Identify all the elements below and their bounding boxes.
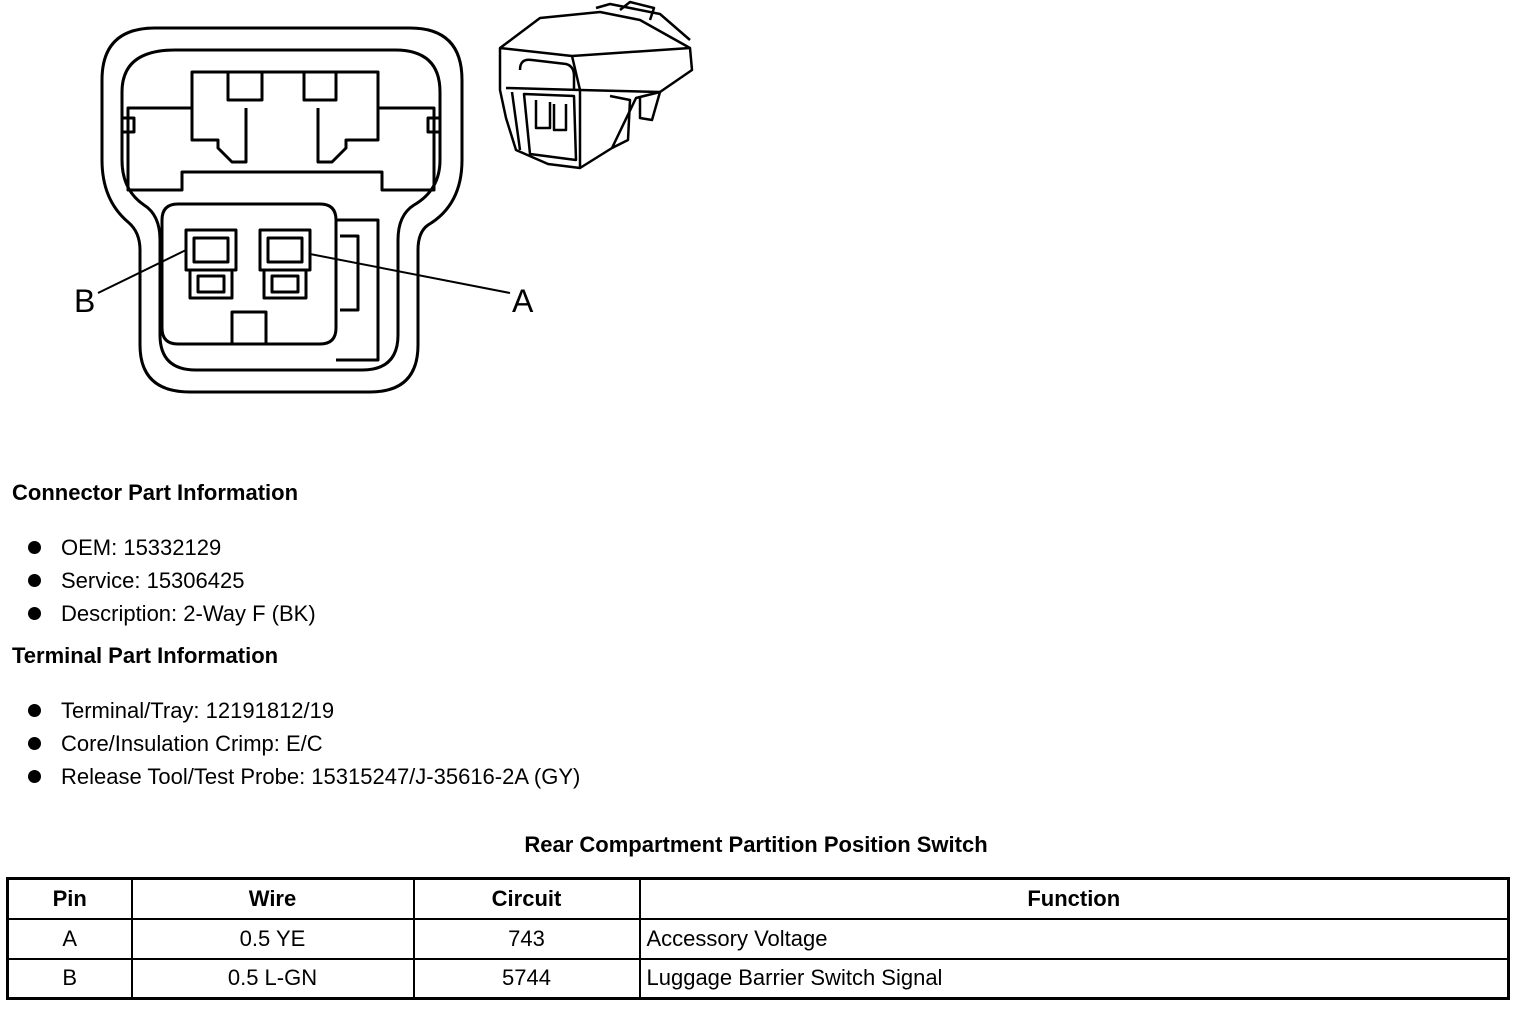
bullet-icon [28, 737, 41, 750]
list-item: Core/Insulation Crimp: E/C [28, 727, 580, 760]
bullet-icon [28, 770, 41, 783]
cell-pin: A [6, 917, 133, 960]
bullet-icon [28, 541, 41, 554]
bullet-icon [28, 704, 41, 717]
connector-diagram: B A [74, 0, 694, 394]
cell-circuit: 5744 [412, 957, 641, 1000]
cell-circuit: 743 [412, 917, 641, 960]
pin-table: Pin Wire Circuit Function A 0.5 YE 743 A… [6, 877, 1510, 1000]
connector-isometric-view [498, 0, 694, 170]
list-item: Terminal/Tray: 12191812/19 [28, 694, 580, 727]
bullet-icon [28, 607, 41, 620]
terminal-info-list: Terminal/Tray: 12191812/19 Core/Insulati… [28, 694, 580, 793]
terminal-info-heading: Terminal Part Information [12, 643, 279, 668]
pin-label-a: A [512, 283, 534, 319]
cell-wire: 0.5 L-GN [130, 957, 415, 1000]
table-row: B 0.5 L-GN 5744 Luggage Barrier Switch S… [6, 957, 1510, 1000]
header-wire: Wire [130, 877, 415, 920]
cell-function: Accessory Voltage [638, 917, 1510, 960]
cell-pin: B [6, 957, 133, 1000]
connector-info-heading: Connector Part Information [12, 480, 299, 505]
list-item: Service: 15306425 [28, 564, 316, 597]
header-circuit: Circuit [412, 877, 641, 920]
table-header-row: Pin Wire Circuit Function [6, 877, 1510, 920]
list-item: OEM: 15332129 [28, 531, 316, 564]
cell-wire: 0.5 YE [130, 917, 415, 960]
table-title: Rear Compartment Partition Position Swit… [524, 832, 988, 857]
list-item: Description: 2-Way F (BK) [28, 597, 316, 630]
header-pin: Pin [6, 877, 133, 920]
bullet-icon [28, 574, 41, 587]
connector-info-list: OEM: 15332129 Service: 15306425 Descript… [28, 531, 316, 630]
table-row: A 0.5 YE 743 Accessory Voltage [6, 917, 1510, 960]
list-item: Release Tool/Test Probe: 15315247/J-3561… [28, 760, 580, 793]
header-function: Function [638, 877, 1510, 920]
cell-function: Luggage Barrier Switch Signal [638, 957, 1510, 1000]
pin-label-b: B [74, 283, 95, 319]
